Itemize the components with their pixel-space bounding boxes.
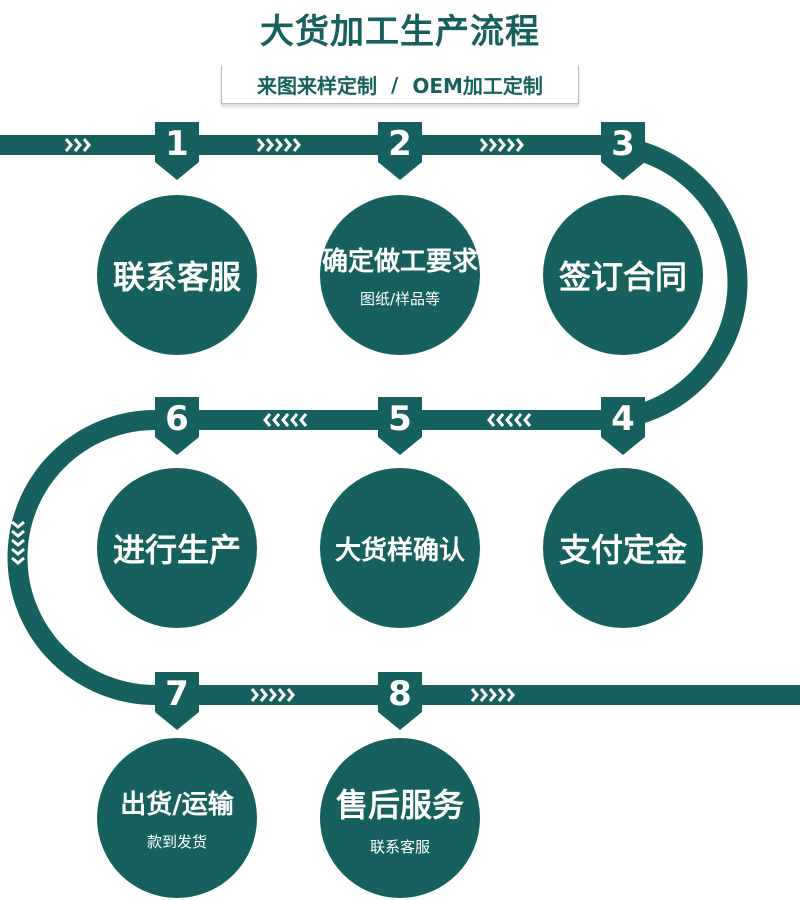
- step-label: 出货/运输: [120, 790, 234, 820]
- step-number-2: 2: [388, 124, 412, 164]
- step-number-7: 7: [165, 674, 189, 714]
- subtitle-separator: /: [391, 72, 399, 97]
- marker-2: [378, 122, 422, 180]
- step-number-5: 5: [388, 399, 412, 439]
- step-label: 确定做工要求: [321, 247, 478, 277]
- step-number-4: 4: [611, 399, 635, 439]
- step-label: 售后服务: [335, 785, 464, 824]
- subtitle-right: OEM加工定制: [412, 74, 543, 98]
- step-number-3: 3: [611, 124, 635, 164]
- step-circle-after-sales: 售后服务 联系客服: [320, 738, 480, 898]
- marker-8: [378, 672, 422, 730]
- path-track: [0, 135, 800, 705]
- step-circle-confirm-requirements: 确定做工要求 图纸/样品等: [320, 195, 480, 355]
- step-sublabel: 图纸/样品等: [359, 290, 441, 308]
- step-number-1: 1: [165, 124, 189, 164]
- step-circle-shipping: 出货/运输 款到发货: [97, 738, 257, 898]
- step-label: 支付定金: [558, 531, 687, 569]
- path-chevrons: [11, 138, 780, 702]
- step-sublabel: 款到发货: [146, 833, 207, 851]
- step-circle-production: 进行生产: [97, 468, 257, 628]
- marker-3: [601, 122, 645, 180]
- step-label: 进行生产: [112, 531, 241, 569]
- step-circle-sample-confirmation: 大货样确认: [320, 468, 480, 628]
- step-label: 签订合同: [558, 258, 687, 296]
- subtitle-left: 来图来样定制: [257, 74, 378, 98]
- step-number-6: 6: [165, 399, 189, 439]
- page-title: 大货加工生产流程: [260, 12, 540, 52]
- step-circle-contact-service: 联系客服: [97, 195, 257, 355]
- marker-5: [378, 397, 422, 455]
- number-markers: [155, 122, 645, 730]
- step-label: 大货样确认: [334, 535, 465, 566]
- marker-1: [155, 122, 199, 180]
- step-number-8: 8: [388, 674, 412, 714]
- marker-7: [155, 672, 199, 730]
- subtitle-banner: 来图来样定制 / OEM加工定制: [221, 66, 579, 104]
- marker-6: [155, 397, 199, 455]
- step-circle-pay-deposit: 支付定金: [543, 468, 703, 628]
- step-sublabel: 联系客服: [369, 837, 430, 856]
- step-circle-sign-contract: 签订合同: [543, 195, 703, 355]
- step-label: 联系客服: [112, 258, 241, 296]
- marker-4: [601, 397, 645, 455]
